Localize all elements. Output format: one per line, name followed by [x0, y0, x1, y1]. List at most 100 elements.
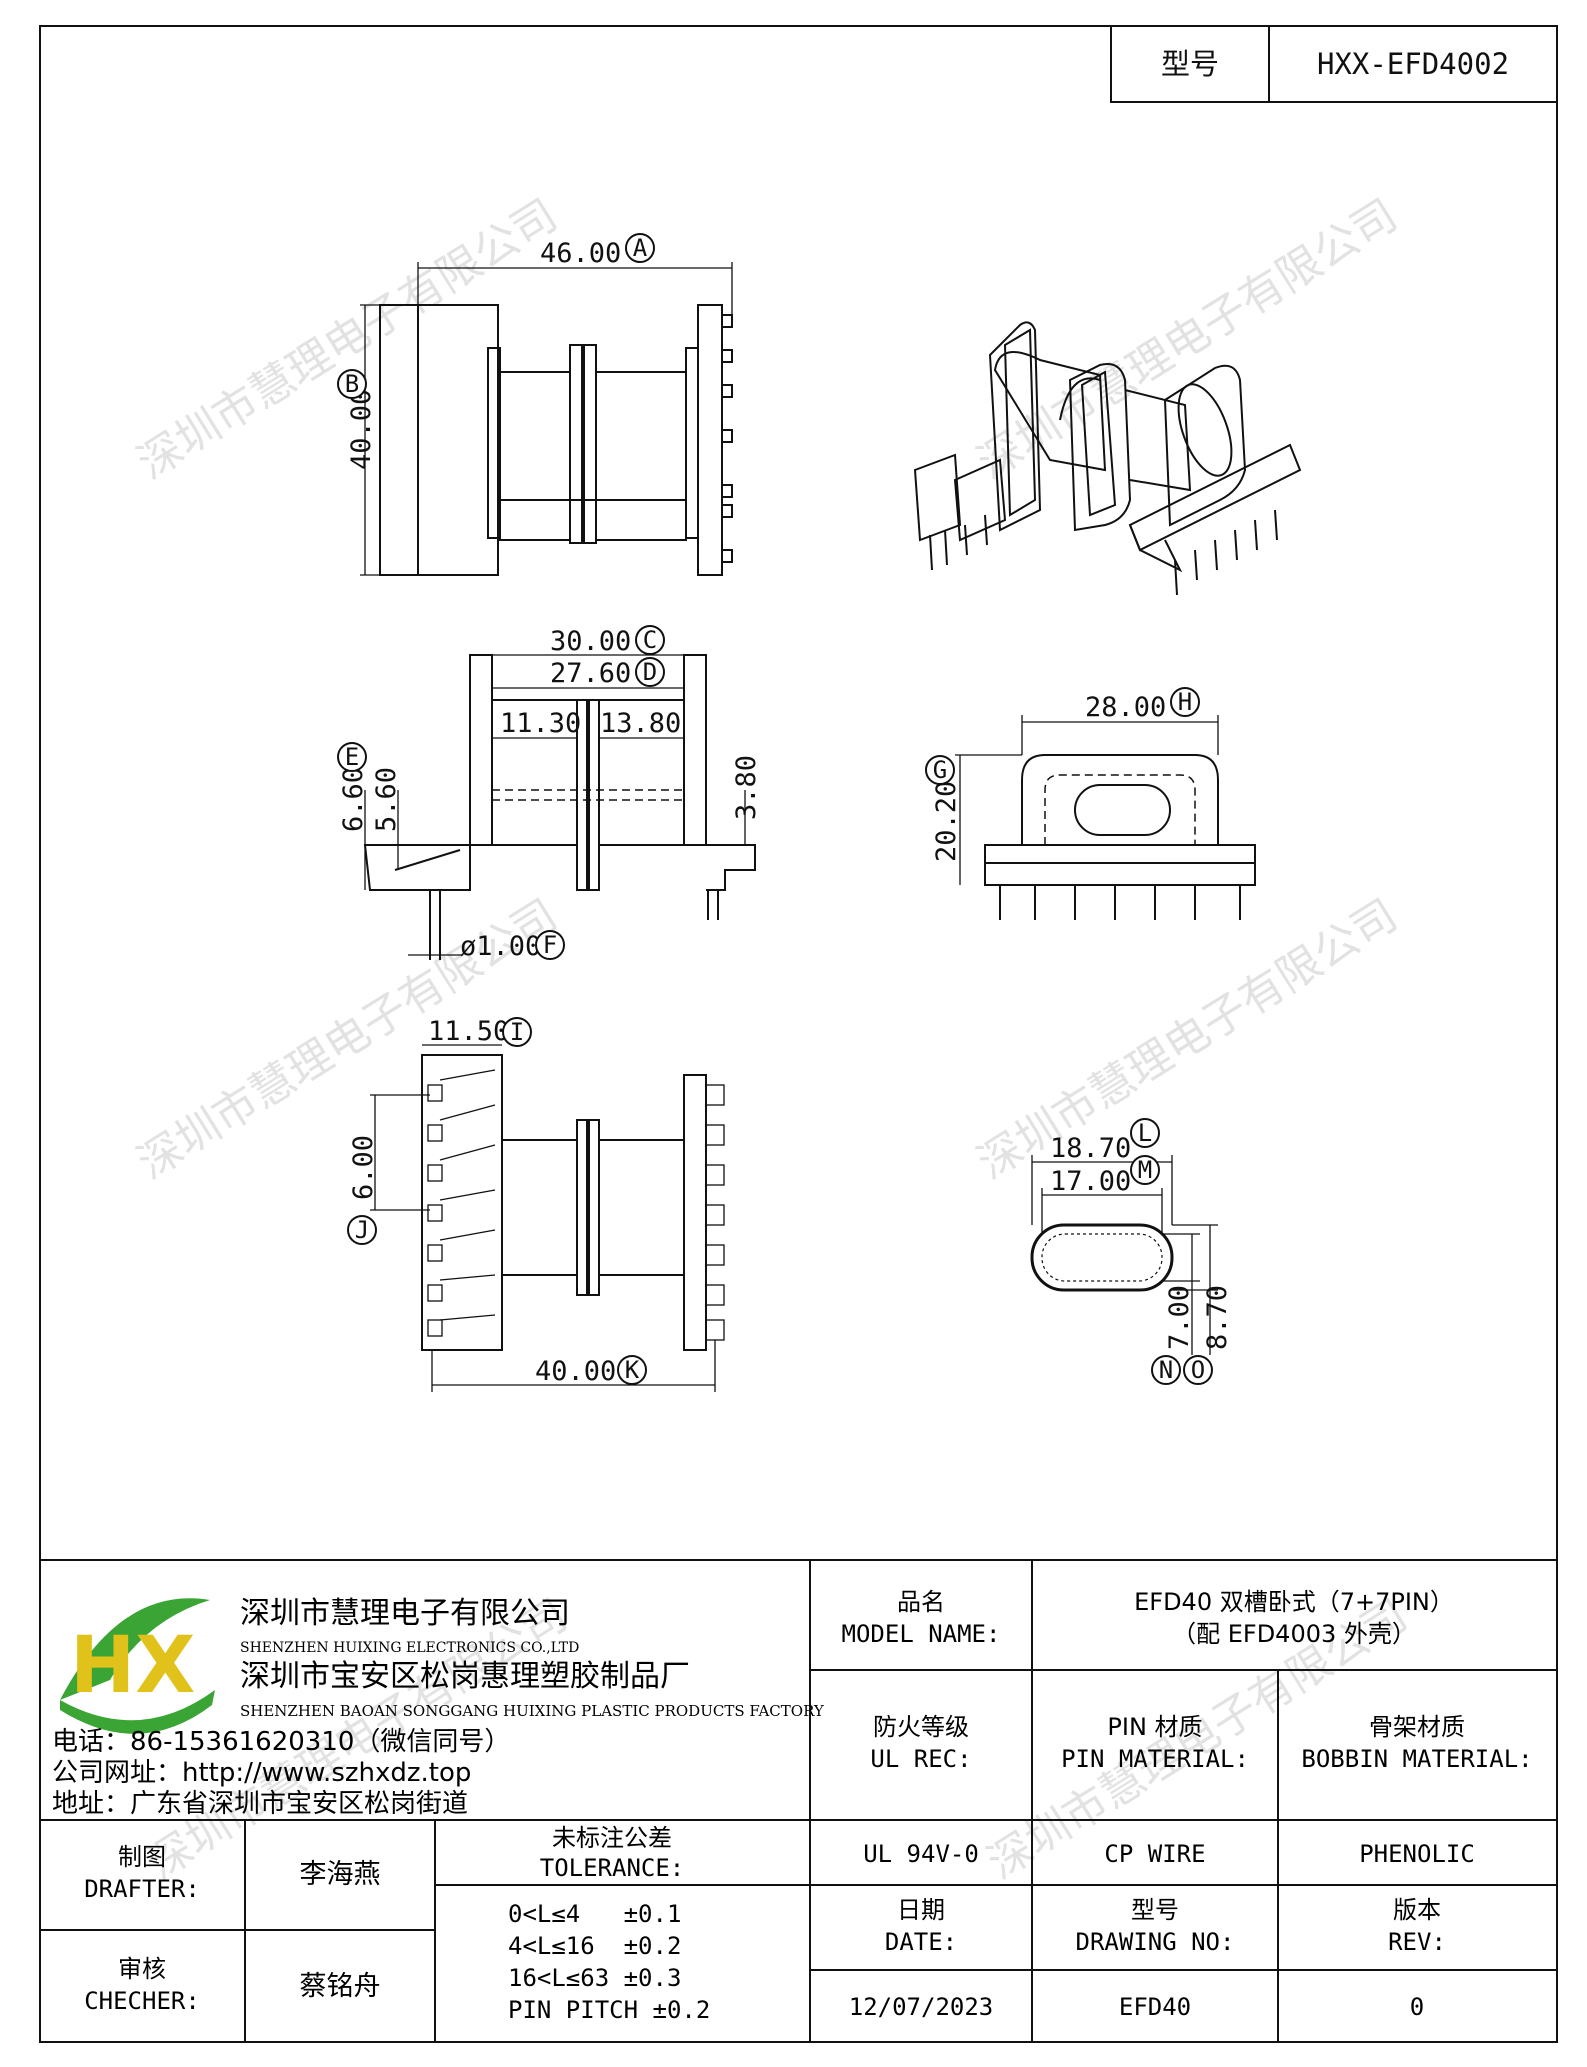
drawing-no-label-en: DRAWING NO: [1076, 1928, 1235, 1956]
rev-label-cn: 版本 [1393, 1896, 1441, 1924]
callout-h: H [1170, 687, 1200, 717]
callout-c: C [635, 625, 665, 655]
factory-name-en: SHENZHEN BAOAN SONGGANG HUIXING PLASTIC … [240, 1702, 825, 1720]
isometric-view [913, 321, 1302, 596]
dim-a-value: 46.00 [540, 238, 621, 269]
bobbin-material-label-en: BOBBIN MATERIAL: [1301, 1745, 1532, 1773]
dim-o-value: 8.70 [1202, 1285, 1233, 1350]
dim-5-60-value: 5.60 [371, 767, 402, 832]
svg-text:I: I [510, 1018, 524, 1046]
dim-13-80-value: 13.80 [600, 708, 681, 739]
svg-text:H: H [1178, 688, 1192, 716]
bobbin-material-label-cn: 骨架材质 [1369, 1713, 1465, 1741]
dim-k-value: 40.00 [535, 1356, 616, 1387]
ul-label-en: UL REC: [870, 1745, 971, 1773]
pin-material-value: CP WIRE [1104, 1840, 1205, 1868]
callout-l: L [1130, 1118, 1160, 1148]
checker-label-cn: 审核 [118, 1955, 166, 1983]
svg-text:N: N [1159, 1356, 1173, 1384]
header-model-value: HXX-EFD4002 [1317, 47, 1509, 81]
callout-m: M [1130, 1155, 1160, 1185]
company-name-en: SHENZHEN HUIXING ELECTRONICS CO.,LTD [240, 1640, 579, 1656]
tolerance-label-cn: 未标注公差 [552, 1824, 672, 1852]
dim-n-value: 7.00 [1164, 1285, 1195, 1350]
bottom-view: 11.50 6.00 40.00 [348, 1016, 725, 1392]
sheet-border [39, 25, 1558, 2043]
callout-g: G [925, 755, 955, 785]
drawing-no-label-cn: 型号 [1131, 1896, 1179, 1924]
tolerance-line-4: PIN PITCH ±0.2 [508, 1996, 710, 2024]
side-view: 46.00 40.00 [346, 238, 733, 576]
callout-n: N [1151, 1355, 1181, 1385]
svg-text:L: L [1138, 1119, 1152, 1147]
date-label-cn: 日期 [897, 1896, 945, 1924]
date-label-en: DATE: [885, 1928, 957, 1956]
callout-e: E [337, 742, 367, 772]
svg-text:G: G [933, 756, 947, 784]
svg-text:M: M [1138, 1156, 1152, 1184]
company-block: HX 深圳市慧理电子有限公司 SHENZHEN HUIXING ELECTRON… [52, 1596, 825, 1819]
checker-value: 蔡铭舟 [300, 1971, 381, 2002]
svg-text:A: A [633, 234, 648, 262]
bobbin-material-value: PHENOLIC [1359, 1840, 1475, 1868]
callout-o: O [1183, 1355, 1213, 1385]
dim-d-value: 27.60 [550, 658, 631, 689]
rev-label-en: REV: [1388, 1928, 1446, 1956]
date-value: 12/07/2023 [849, 1993, 994, 2021]
pin-material-label-en: PIN MATERIAL: [1061, 1745, 1249, 1773]
model-name-value-line2: （配 EFD4003 外壳） [1172, 1620, 1416, 1648]
svg-text:F: F [543, 931, 557, 959]
rev-value: 0 [1410, 1993, 1424, 2021]
svg-text:K: K [625, 1356, 640, 1384]
tolerance-line-1: 0<L≤4 ±0.1 [508, 1900, 681, 1928]
model-name-label-en: MODEL NAME: [842, 1620, 1001, 1648]
dim-c-value: 30.00 [550, 626, 631, 657]
model-name-value-line1: EFD40 双槽卧式（7+7PIN） [1134, 1588, 1454, 1616]
callouts: A B C D E F G H I J K L M N O [337, 233, 1213, 1385]
front-section-view: 30.00 27.60 11.30 13.80 3.80 6.60 5.60 ø… [338, 626, 762, 962]
dim-i-value: 11.50 [428, 1016, 509, 1047]
dim-b-value: 40.00 [346, 389, 377, 470]
drawing-no-value: EFD40 [1119, 1993, 1191, 2021]
svg-text:C: C [643, 626, 657, 654]
drafter-label-cn: 制图 [118, 1843, 166, 1871]
callout-f: F [535, 930, 565, 960]
svg-text:B: B [345, 370, 359, 398]
dim-m-value: 17.00 [1050, 1166, 1131, 1197]
company-website: 公司网址：http://www.szhxdz.top [52, 1758, 471, 1788]
dim-h-value: 28.00 [1085, 692, 1166, 723]
drafter-label-en: DRAFTER: [84, 1875, 200, 1903]
svg-text:J: J [355, 1216, 369, 1244]
end-view: 28.00 20.20 [931, 692, 1256, 920]
header-model-label: 型号 [1161, 47, 1219, 81]
company-address: 地址：广东省深圳市宝安区松岗街道 [52, 1789, 468, 1819]
company-logo-text: HX [70, 1621, 195, 1711]
drafter-value: 李海燕 [300, 1859, 381, 1890]
checker-label-en: CHECHER: [84, 1987, 200, 2015]
svg-text:E: E [345, 743, 359, 771]
callout-i: I [502, 1017, 532, 1047]
company-phone: 电话：86-15361620310（微信同号） [52, 1727, 510, 1757]
callout-a: A [625, 233, 655, 263]
pin-material-label-cn: PIN 材质 [1107, 1713, 1202, 1741]
dim-g-value: 20.20 [931, 781, 962, 862]
title-block-text: 品名 MODEL NAME: EFD40 双槽卧式（7+7PIN） （配 EFD… [84, 1588, 1532, 2024]
slot-section-view: 18.70 17.00 7.00 8.70 [1030, 1133, 1233, 1355]
company-name-cn: 深圳市慧理电子有限公司 [240, 1596, 570, 1631]
dim-e-value: 6.60 [338, 767, 369, 832]
dim-f-value: ø1.00 [460, 931, 541, 962]
dim-3-80-value: 3.80 [731, 755, 762, 820]
svg-text:D: D [643, 658, 657, 686]
company-logo: HX [60, 1598, 215, 1734]
title-block [40, 1559, 1557, 2042]
header-model-box: 型号 HXX-EFD4002 [1110, 25, 1558, 103]
callout-b: B [337, 369, 367, 399]
callout-k: K [617, 1355, 647, 1385]
dim-11-30-value: 11.30 [500, 708, 581, 739]
svg-text:O: O [1191, 1356, 1205, 1384]
dim-l-value: 18.70 [1050, 1133, 1131, 1164]
model-name-label-cn: 品名 [897, 1588, 945, 1616]
ul-label-cn: 防火等级 [873, 1713, 969, 1741]
dim-j-value: 6.00 [348, 1135, 379, 1200]
